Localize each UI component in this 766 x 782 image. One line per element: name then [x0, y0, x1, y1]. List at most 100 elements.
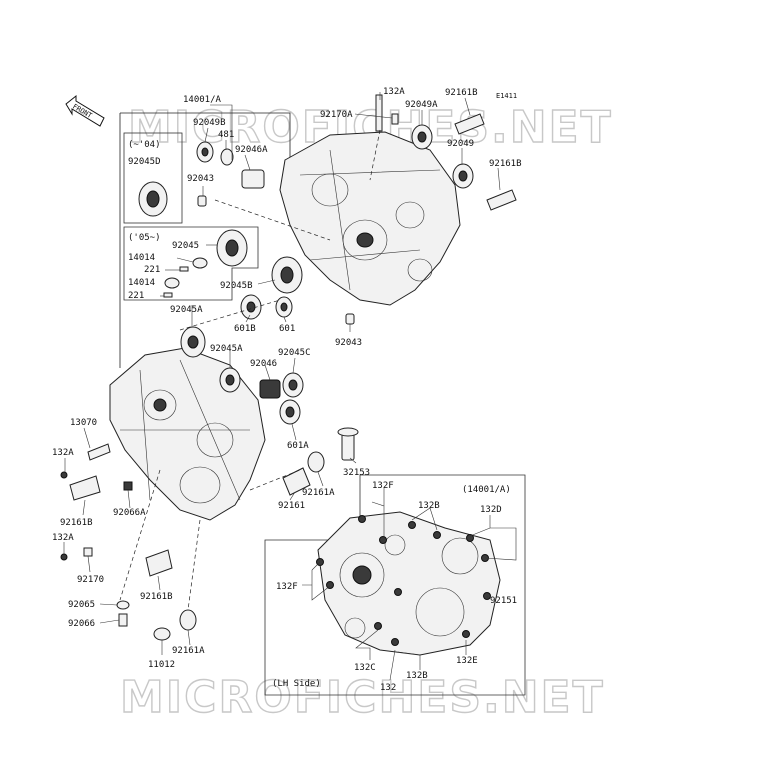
lh-side-inset — [264, 474, 526, 696]
label-132a-left: 132A — [52, 448, 74, 458]
label-221b: 221 — [128, 291, 144, 301]
front-arrow-icon: FRONT — [65, 94, 105, 127]
watermark-bottom: MICROFICHES.NET — [120, 672, 605, 723]
bearing-601b-icon — [240, 294, 262, 320]
screw-221b-icon — [163, 292, 173, 298]
bolt-132a-low-icon — [60, 553, 68, 561]
pin-92161b-low-icon — [145, 549, 173, 577]
crankcase-lh — [109, 347, 266, 521]
inset-late-label: ('05~) — [128, 233, 161, 243]
needle-bearing-92046-icon — [259, 379, 281, 399]
label-601b: 601B — [234, 324, 256, 334]
label-92049a: 92049A — [405, 100, 438, 110]
label-132a-low: 132A — [52, 533, 74, 543]
bearing-601-icon — [275, 296, 293, 318]
label-13070: 13070 — [70, 418, 97, 428]
bearing-92045a-mid-icon — [219, 367, 241, 393]
plug-11012-icon — [153, 627, 171, 641]
guide-line-top — [120, 112, 291, 160]
bearing-92045a-top-icon — [180, 326, 206, 358]
label-92066: 92066 — [68, 619, 95, 629]
bearing-92045b-icon — [271, 256, 303, 294]
seal-92161a-mid-icon — [307, 451, 325, 473]
label-132b-bottom: 132B — [406, 671, 428, 681]
shaft-32153-icon — [337, 427, 359, 461]
pin-92161b-top-icon — [454, 113, 485, 135]
label-481: 481 — [218, 130, 234, 140]
label-92170: 92170 — [77, 575, 104, 585]
label-92161b-right: 92161B — [489, 159, 522, 169]
label-92046a: 92046A — [235, 145, 268, 155]
bearing-92045-icon — [216, 229, 248, 267]
bearing-92049b-icon — [196, 141, 214, 163]
pin-92043-upper-icon — [197, 195, 207, 207]
label-92045a-mid: 92045A — [210, 344, 243, 354]
label-92066a: 92066A — [113, 508, 146, 518]
pin-92043-lower-icon — [345, 313, 355, 325]
pin-92161b-right-icon — [486, 189, 517, 211]
plug-92066-icon — [118, 613, 128, 627]
label-14014a: 14014 — [128, 253, 155, 263]
bolt-92170a-icon — [391, 113, 399, 125]
dowel-132a-top-icon — [375, 94, 383, 132]
bolt-92170-icon — [83, 547, 93, 557]
bolt-132a-left-icon — [60, 471, 68, 479]
label-221a: 221 — [144, 265, 160, 275]
label-132c: 132C — [354, 663, 376, 673]
bearing-601a-icon — [279, 399, 301, 425]
label-92049: 92049 — [447, 139, 474, 149]
label-132f-left: 132F — [276, 582, 298, 592]
screw-221a-icon — [179, 266, 189, 272]
seal-92049-icon — [452, 163, 474, 189]
label-92045b: 92045B — [220, 281, 253, 291]
diagram-code: E1411 — [496, 92, 517, 100]
label-92161b-left: 92161B — [60, 518, 93, 528]
label-92045: 92045 — [172, 241, 199, 251]
bearing-92049a-icon — [411, 124, 433, 150]
dowel-13070-icon — [87, 443, 111, 461]
inset-late-box — [123, 226, 259, 301]
leader-lines — [63, 92, 501, 655]
label-92170a: 92170A — [320, 110, 353, 120]
label-132: 132 — [380, 683, 396, 693]
inset-early-part: 92045D — [128, 157, 161, 167]
label-92043-lower: 92043 — [335, 338, 362, 348]
label-601a: 601A — [287, 441, 309, 451]
label-601: 601 — [279, 324, 295, 334]
label-132e: 132E — [456, 656, 478, 666]
pin-92161b-left-icon — [69, 475, 101, 501]
shim-14014a-icon — [192, 257, 208, 269]
label-132b-top: 132B — [418, 501, 440, 511]
label-92065: 92065 — [68, 600, 95, 610]
label-92045a-top: 92045A — [170, 305, 203, 315]
inset-lh-assembly: (14001/A) — [462, 485, 511, 495]
label-92161: 92161 — [278, 501, 305, 511]
needle-bearing-92046a-icon — [241, 169, 265, 189]
label-92043-upper: 92043 — [187, 174, 214, 184]
label-92045c: 92045C — [278, 348, 311, 358]
label-132d: 132D — [480, 505, 502, 515]
pin-92066a-icon — [123, 481, 133, 491]
seal-92161a-low-icon — [179, 609, 197, 631]
label-132a-top: 132A — [383, 87, 405, 97]
label-92046: 92046 — [250, 359, 277, 369]
label-92151: 92151 — [490, 596, 517, 606]
bearing-92045c-icon — [282, 372, 304, 398]
label-92161a-low: 92161A — [172, 646, 205, 656]
label-32153: 32153 — [343, 468, 370, 478]
bearing-92045d-icon — [138, 181, 168, 217]
label-92161a-mid: 92161A — [302, 488, 335, 498]
label-11012: 11012 — [148, 660, 175, 670]
shim-14014b-icon — [164, 277, 180, 289]
label-132f-top: 132F — [372, 481, 394, 491]
label-14014b: 14014 — [128, 278, 155, 288]
label-14001a: 14001/A — [183, 95, 222, 105]
label-92161b-top: 92161B — [445, 88, 478, 98]
washer-92065-icon — [116, 600, 130, 610]
ring-481-icon — [220, 148, 234, 166]
inset-early-label: (~'04) — [128, 140, 161, 150]
label-92161b-low: 92161B — [140, 592, 173, 602]
inset-early-box — [123, 132, 183, 224]
